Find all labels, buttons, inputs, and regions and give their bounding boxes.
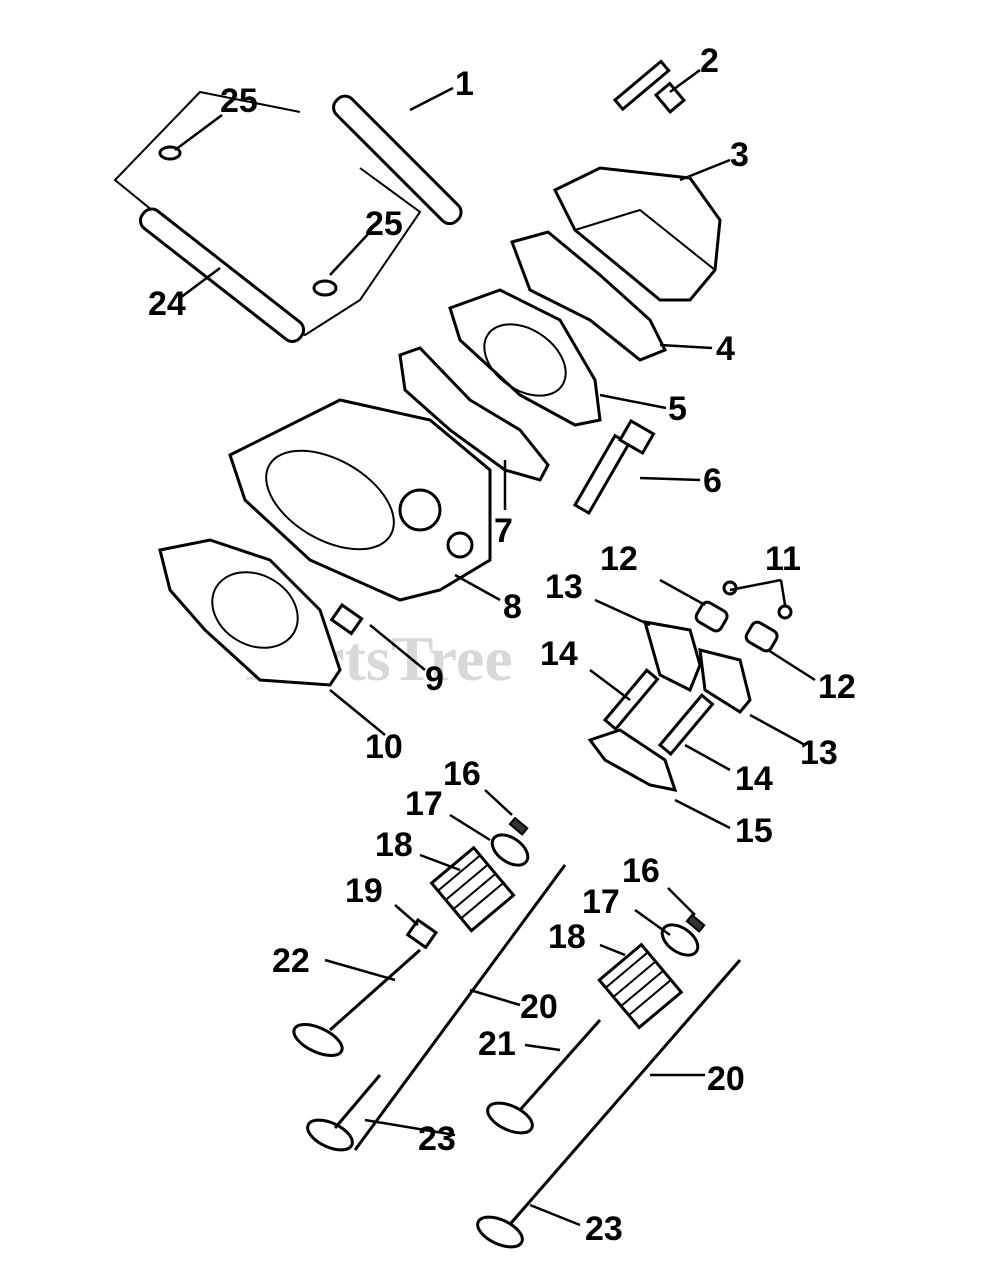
kit-box-24 (113, 90, 422, 343)
valve-train-left (292, 816, 567, 1152)
callout-12a: 12 (600, 540, 638, 578)
callout-10: 10 (365, 728, 403, 766)
callout-16a: 16 (443, 755, 481, 793)
callout-23b: 23 (585, 1210, 623, 1248)
callouts: 1 2 3 4 5 6 7 8 9 10 11 12 12 13 13 14 1… (148, 42, 856, 1248)
callout-18a: 18 (375, 826, 413, 864)
callout-23a: 23 (418, 1120, 456, 1158)
callout-9: 9 (425, 660, 444, 698)
callout-25b: 25 (365, 205, 403, 243)
callout-15: 15 (735, 812, 773, 850)
callout-22: 22 (272, 942, 310, 980)
part-6-head-bolt (572, 418, 656, 516)
callout-17b: 17 (582, 883, 620, 921)
callout-12b: 12 (818, 668, 856, 706)
callout-13b: 13 (800, 734, 838, 772)
callout-1: 1 (455, 65, 474, 103)
part-1-tube (332, 94, 463, 226)
callout-11: 11 (765, 540, 801, 578)
callout-16b: 16 (622, 852, 660, 890)
part-10-head-gasket (158, 538, 342, 687)
callout-24: 24 (148, 285, 186, 323)
part-3-valve-cover (552, 166, 722, 302)
part-4-gasket (510, 230, 668, 362)
callout-8: 8 (503, 588, 522, 626)
callout-5: 5 (668, 390, 687, 428)
part-9-dowel (329, 602, 364, 636)
callout-14b: 14 (735, 760, 773, 798)
callout-20b: 20 (707, 1060, 745, 1098)
callout-18b: 18 (548, 918, 586, 956)
callout-25a: 25 (220, 82, 258, 120)
callout-7: 7 (494, 512, 513, 550)
part-8-cylinder-head (228, 398, 492, 602)
part-5-plate (448, 288, 602, 427)
callout-2: 2 (700, 42, 719, 80)
leader-lines (174, 68, 816, 1227)
callout-13a: 13 (545, 568, 583, 606)
part-7-gasket (398, 346, 550, 482)
valve-train-right (476, 913, 742, 1249)
callout-19: 19 (345, 872, 383, 910)
callout-14a: 14 (540, 635, 578, 673)
part-2-bolt (612, 59, 687, 114)
callout-3: 3 (730, 136, 749, 174)
rocker-assembly (587, 580, 793, 792)
callout-20a: 20 (520, 988, 558, 1026)
callout-4: 4 (716, 330, 735, 368)
callout-17a: 17 (405, 785, 443, 823)
callout-21: 21 (478, 1025, 516, 1063)
callout-6: 6 (703, 462, 722, 500)
